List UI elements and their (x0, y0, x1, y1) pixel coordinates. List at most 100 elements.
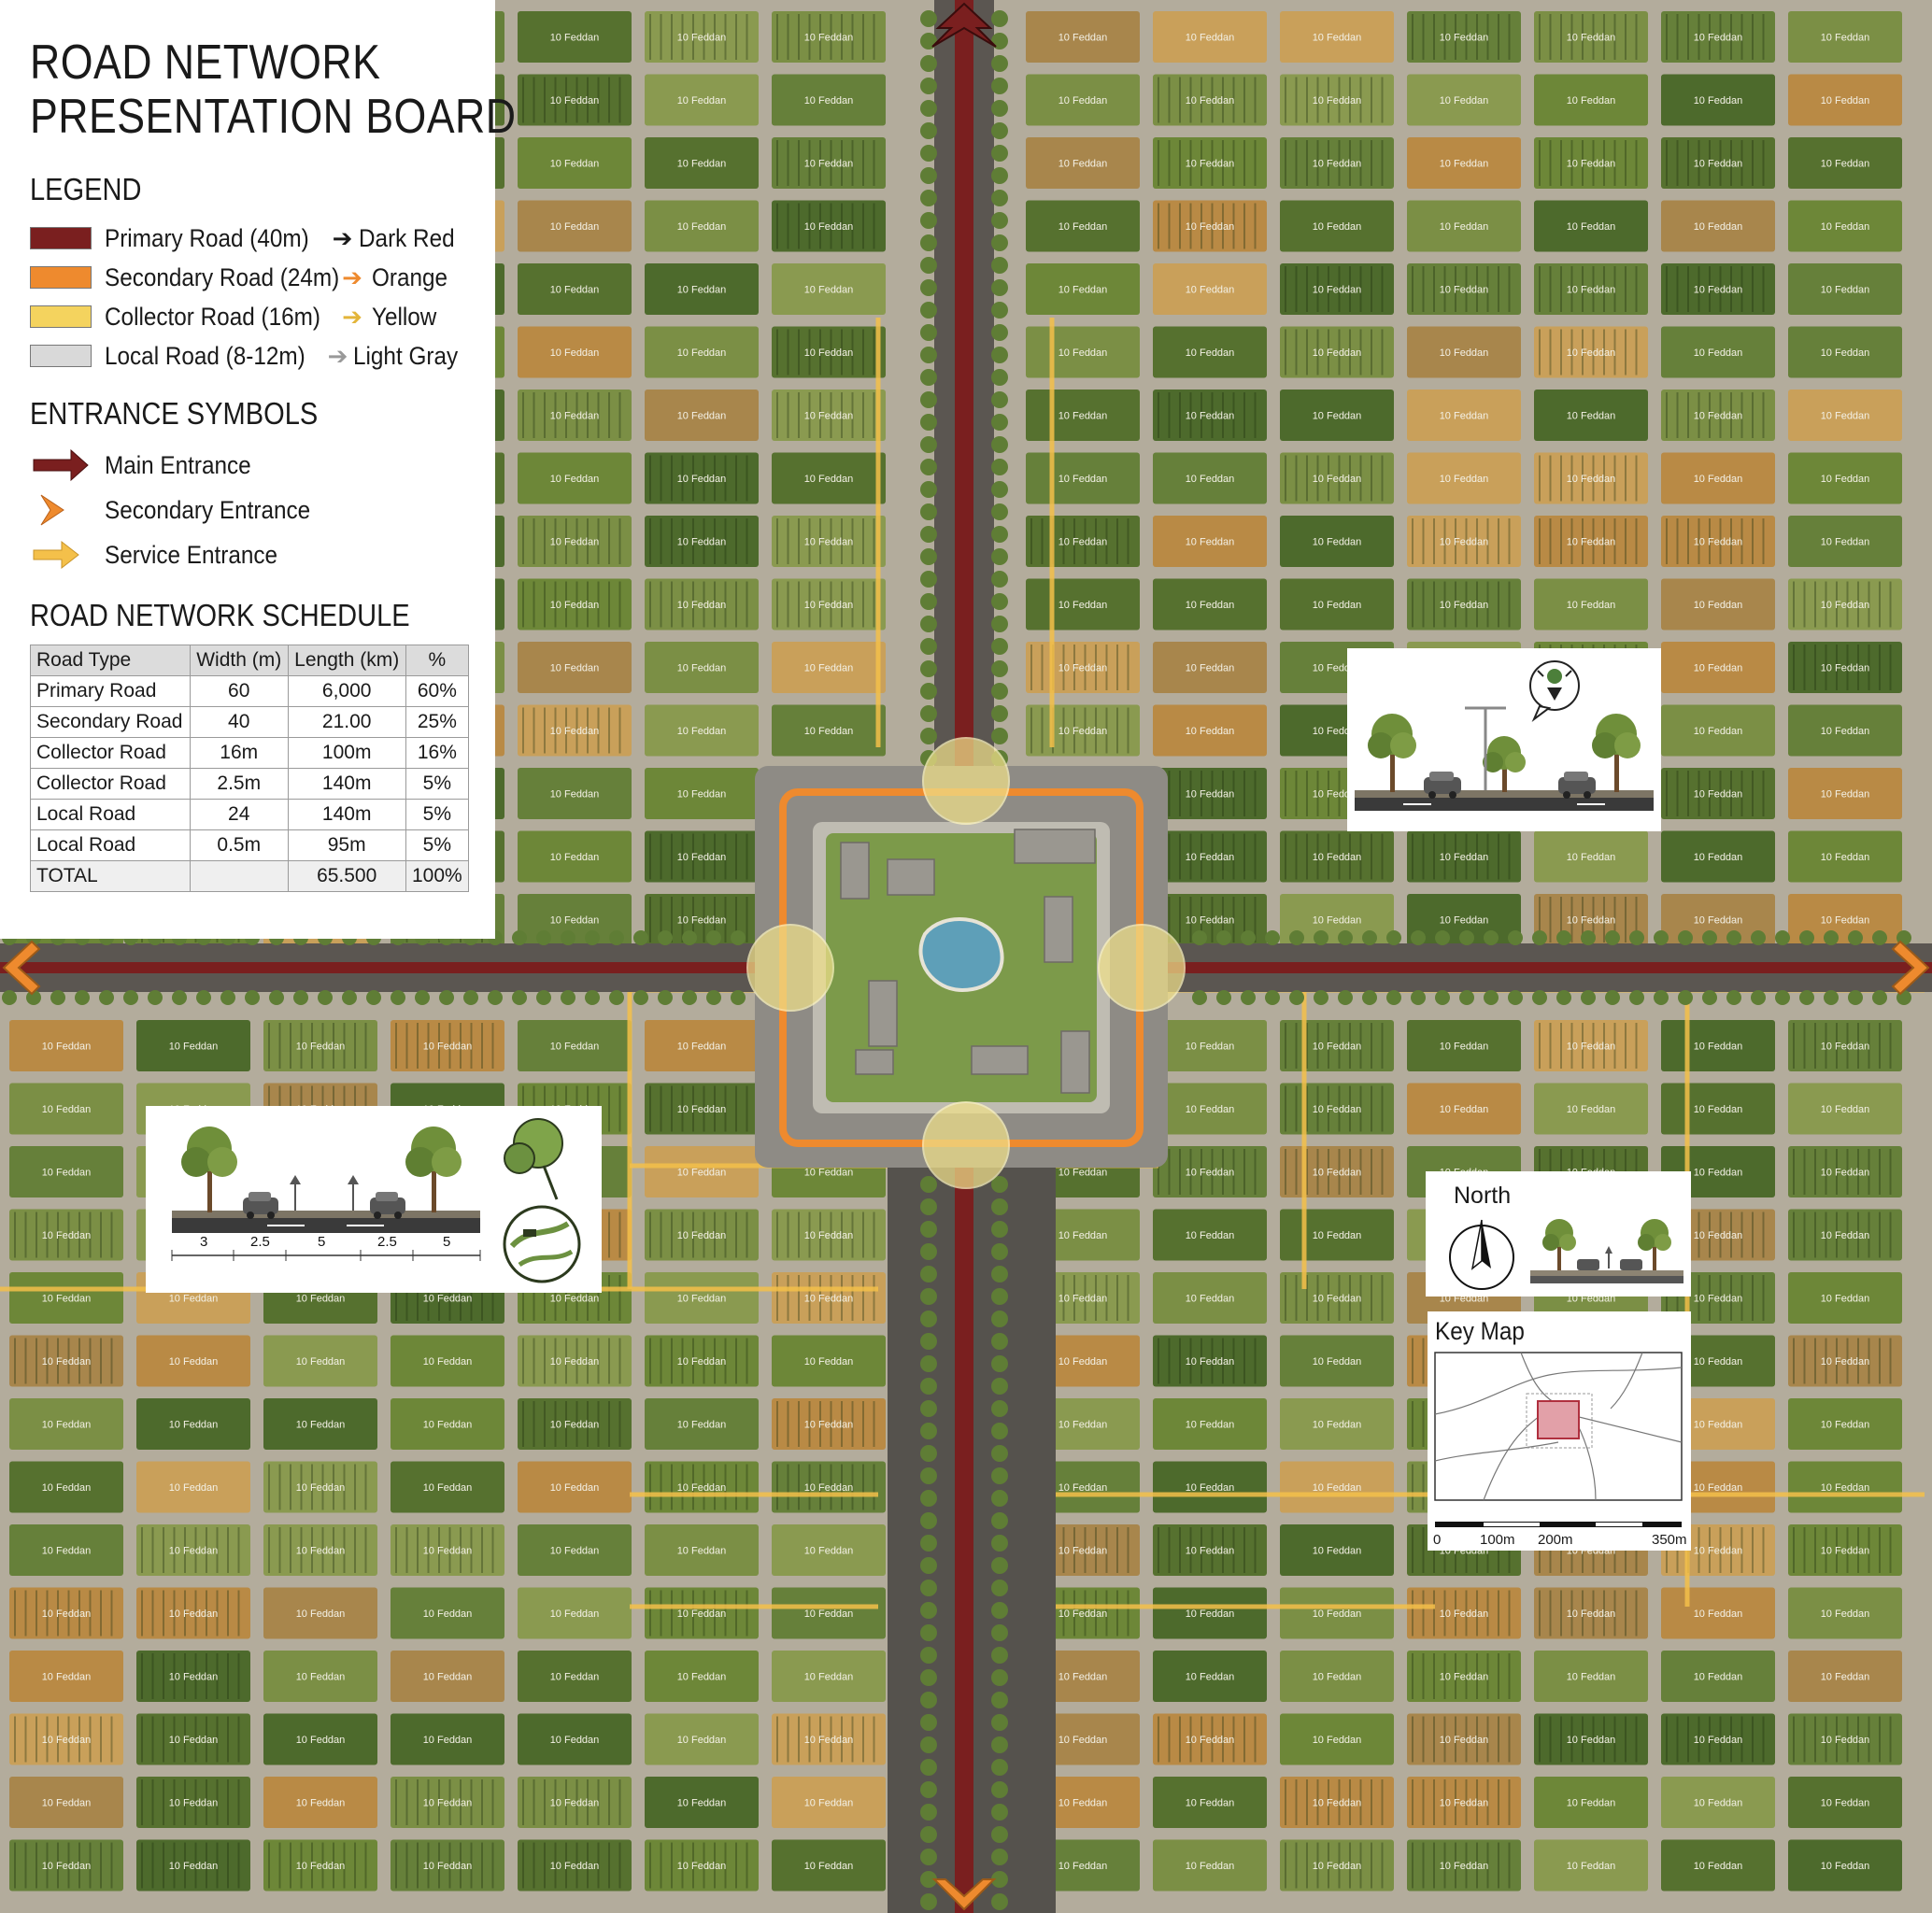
street-tree (1508, 930, 1523, 945)
plot-area-label: 10 Feddan (1821, 285, 1870, 296)
plot-area-label: 10 Feddan (1313, 1672, 1362, 1683)
field-plot (263, 1398, 377, 1450)
plot-area-label: 10 Feddan (1058, 159, 1108, 170)
field-plot (518, 1651, 632, 1702)
plot-area-label: 10 Feddan (1440, 1672, 1489, 1683)
plot-area-label: 10 Feddan (804, 1356, 854, 1367)
field-plot (772, 452, 886, 504)
field-plot (1661, 326, 1775, 378)
legend-label: Collector Road (16m) (105, 302, 320, 331)
key-map-drawing[interactable] (1428, 1311, 1691, 1551)
plot-area-label: 10 Feddan (550, 1546, 600, 1557)
plot-area-label: 10 Feddan (550, 159, 600, 170)
street-tree (991, 1535, 1008, 1552)
plot-area-label: 10 Feddan (1313, 1482, 1362, 1494)
central-district (746, 737, 1186, 1189)
entrance-label: Main Entrance (105, 450, 251, 479)
field-plot (518, 200, 632, 252)
street-tree (991, 481, 1008, 498)
dimension-ticks (171, 1250, 481, 1261)
field-plot (645, 452, 759, 504)
plot-area-label: 10 Feddan (1313, 221, 1362, 233)
street-tree (1216, 990, 1231, 1005)
main-entrance-arrow-icon (33, 448, 89, 482)
street-tree (1386, 930, 1401, 945)
field-plot (1153, 1020, 1267, 1071)
plot-area-label: 10 Feddan (1186, 285, 1235, 296)
plot-area-label: 10 Feddan (1186, 1861, 1235, 1872)
field-plot (9, 1524, 123, 1576)
north-label: North (1454, 1183, 1512, 1209)
field-plot (136, 1587, 250, 1639)
field-plot (391, 1713, 504, 1765)
field-plot (1534, 137, 1648, 189)
field-plot (1661, 452, 1775, 504)
plot-area-label: 10 Feddan (1440, 915, 1489, 927)
road-schedule-table: Road Type Width (m) Length (km) % Primar… (30, 645, 470, 892)
field-plot (1153, 830, 1267, 883)
table-cell: 0.5m (189, 829, 289, 861)
street-tree (731, 990, 746, 1005)
right-arrow-icon: ➔ (342, 302, 362, 331)
plot-area-label: 10 Feddan (1694, 347, 1743, 359)
plot-area-label: 10 Feddan (169, 1042, 219, 1053)
field-plot (1788, 200, 1902, 252)
street-tree (1532, 930, 1547, 945)
field-plot (1407, 578, 1521, 631)
field-plot (772, 1398, 886, 1450)
field-plot (263, 1713, 377, 1765)
street-tree (1362, 990, 1377, 1005)
plot-area-label: 10 Feddan (550, 1735, 600, 1746)
plot-area-label: 10 Feddan (1821, 474, 1870, 485)
field-plot (1788, 704, 1902, 757)
plot-area-label: 10 Feddan (1821, 95, 1870, 106)
field-plot (136, 1335, 250, 1387)
plot-area-label: 10 Feddan (1821, 1420, 1870, 1431)
field-plot (1788, 452, 1902, 504)
plot-area-label: 10 Feddan (169, 1798, 219, 1809)
table-cell: 16% (405, 737, 470, 769)
street-tree (682, 990, 697, 1005)
plot-area-label: 10 Feddan (804, 1294, 854, 1305)
building (855, 1049, 894, 1075)
car-icon (1558, 772, 1596, 799)
schedule-heading: ROAD NETWORK SCHEDULE (30, 598, 410, 632)
plot-area-label: 10 Feddan (804, 726, 854, 737)
field-plot (1788, 1272, 1902, 1324)
field-plot (1153, 1524, 1267, 1576)
plot-area-label: 10 Feddan (1567, 285, 1616, 296)
plot-area-label: 10 Feddan (1567, 1042, 1616, 1053)
street-tree (920, 1893, 937, 1910)
street-tree (1484, 930, 1499, 945)
plot-area-label: 10 Feddan (550, 1294, 600, 1305)
street-tree (1556, 990, 1571, 1005)
field-plot (9, 1587, 123, 1639)
field-plot (1153, 578, 1267, 631)
legend-panel: ROAD NETWORK PRESENTATION BOARD LEGEND P… (0, 0, 516, 939)
table-row: Primary Road 60 6,000 60% (30, 675, 470, 707)
field-plot (645, 1398, 759, 1450)
car-icon (243, 1192, 278, 1219)
field-plot (263, 1777, 377, 1828)
plot-area-label: 10 Feddan (42, 1420, 92, 1431)
plot-area-label: 10 Feddan (1440, 852, 1489, 863)
street-tree (920, 1400, 937, 1417)
street-tree (991, 1781, 1008, 1798)
table-row: Local Road 0.5m 95m 5% (30, 829, 470, 861)
field-plot (1153, 1651, 1267, 1702)
street-tree (991, 1736, 1008, 1753)
street-tree (991, 638, 1008, 655)
plot-area-label: 10 Feddan (1694, 1420, 1743, 1431)
plot-area-label: 10 Feddan (1058, 1735, 1108, 1746)
street-tree (512, 990, 527, 1005)
street-tree (920, 391, 937, 408)
field-plot (9, 1651, 123, 1702)
plot-area-label: 10 Feddan (423, 1798, 473, 1809)
street-tree (415, 990, 430, 1005)
plot-area-label: 10 Feddan (1058, 474, 1108, 485)
street-tree (99, 990, 114, 1005)
field-plot (518, 516, 632, 567)
building (887, 858, 935, 896)
street-tree (920, 705, 937, 722)
plot-area-label: 10 Feddan (1821, 347, 1870, 359)
